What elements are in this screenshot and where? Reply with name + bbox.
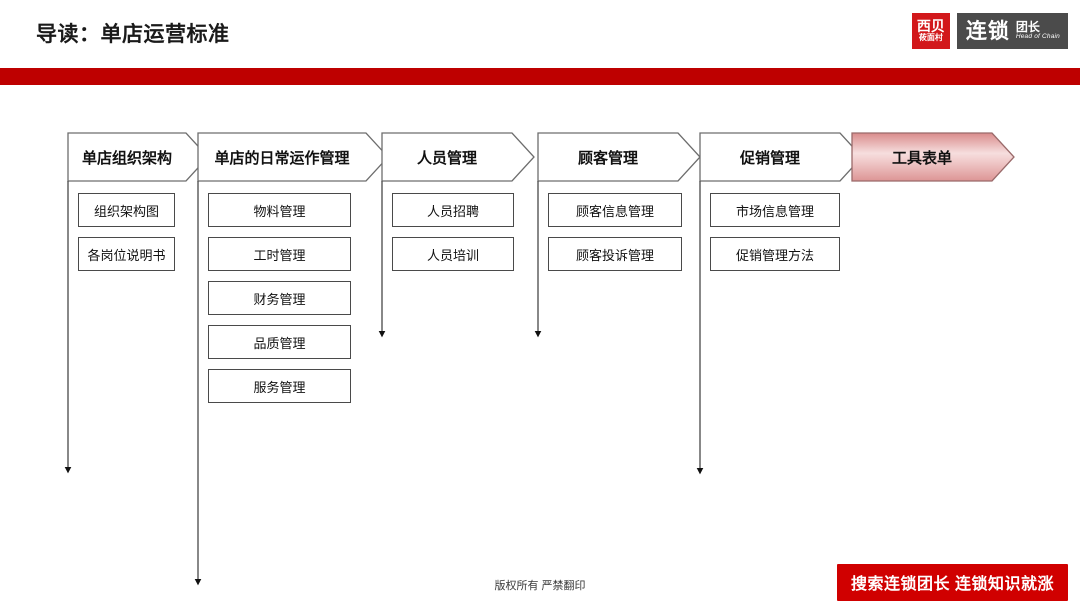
flow-header-label-5[interactable]: 促销管理 [739, 149, 800, 167]
flow-item-label: 各岗位说明书 [87, 247, 166, 263]
flow-item-label: 顾客投诉管理 [575, 247, 654, 263]
flow-item-label: 物料管理 [253, 203, 306, 219]
flow-header-shape[interactable] [381, 132, 535, 182]
flow-item-box[interactable]: 人员培训 [392, 237, 514, 271]
flow-item-box[interactable]: 物料管理 [208, 193, 351, 227]
flow-item-box[interactable]: 市场信息管理 [710, 193, 840, 227]
flow-item-label: 人员招聘 [426, 203, 479, 219]
flow-item-box[interactable]: 促销管理方法 [710, 237, 840, 271]
page-title: 导读：单店运营标准 [36, 23, 230, 46]
lianshuo-logo-side: 团长 Head of Chain [1016, 21, 1060, 40]
flow-item-label: 财务管理 [253, 291, 306, 307]
flow-item-label: 人员培训 [426, 247, 479, 263]
flow-header-label-3[interactable]: 人员管理 [416, 149, 477, 167]
flow-header-shape[interactable] [851, 132, 1015, 182]
promo-banner: 搜索连锁团长 连锁知识就涨 [837, 564, 1068, 601]
flow-item-label: 品质管理 [253, 335, 306, 351]
flow-item-box[interactable]: 组织架构图 [78, 193, 175, 227]
flow-header-shape[interactable] [537, 132, 701, 182]
flow-item-box[interactable]: 工时管理 [208, 237, 351, 271]
copyright-text: 版权所有 严禁翻印 [494, 580, 586, 592]
flow-item-label: 顾客信息管理 [575, 203, 654, 219]
brand-logo: 西贝 莜面村 连锁 团长 Head of Chain [911, 13, 1068, 49]
flow-item-box[interactable]: 顾客投诉管理 [548, 237, 682, 271]
flow-item-label: 组织架构图 [93, 203, 159, 219]
lianshuo-logo-main: 连锁 [965, 19, 1010, 43]
xibei-logo-top: 西贝 [916, 18, 945, 35]
flow-item-box[interactable]: 人员招聘 [392, 193, 514, 227]
flow-header-shape[interactable] [67, 132, 209, 182]
xibei-logo-box: 西贝 莜面村 [911, 13, 950, 49]
flow-item-label: 市场信息管理 [735, 203, 814, 219]
flow-header-shape[interactable] [699, 132, 863, 182]
flow-item-label: 促销管理方法 [735, 247, 814, 263]
flow-item-box[interactable]: 顾客信息管理 [548, 193, 682, 227]
flow-item-box[interactable]: 各岗位说明书 [78, 237, 175, 271]
flow-header-label-2[interactable]: 单店的日常运作管理 [214, 149, 350, 167]
header-red-band [0, 68, 1080, 85]
flow-item-box[interactable]: 财务管理 [208, 281, 351, 315]
lianshuo-logo-side-cn: 团长 [1015, 20, 1040, 35]
flow-item-label: 服务管理 [253, 379, 306, 395]
flow-header-label-6[interactable]: 工具表单 [891, 149, 952, 167]
xibei-logo-bottom: 莜面村 [918, 33, 943, 43]
lianshuo-logo-box: 连锁 团长 Head of Chain [956, 13, 1068, 49]
flow-header-label-1[interactable]: 单店组织架构 [81, 149, 172, 167]
flow-item-box[interactable]: 服务管理 [208, 369, 351, 403]
flow-item-label: 工时管理 [253, 247, 306, 263]
flow-item-box[interactable]: 品质管理 [208, 325, 351, 359]
flow-header-shape[interactable] [197, 132, 389, 182]
flow-header-label-4[interactable]: 顾客管理 [577, 149, 638, 167]
lianshuo-logo-side-en: Head of Chain [1015, 32, 1060, 40]
